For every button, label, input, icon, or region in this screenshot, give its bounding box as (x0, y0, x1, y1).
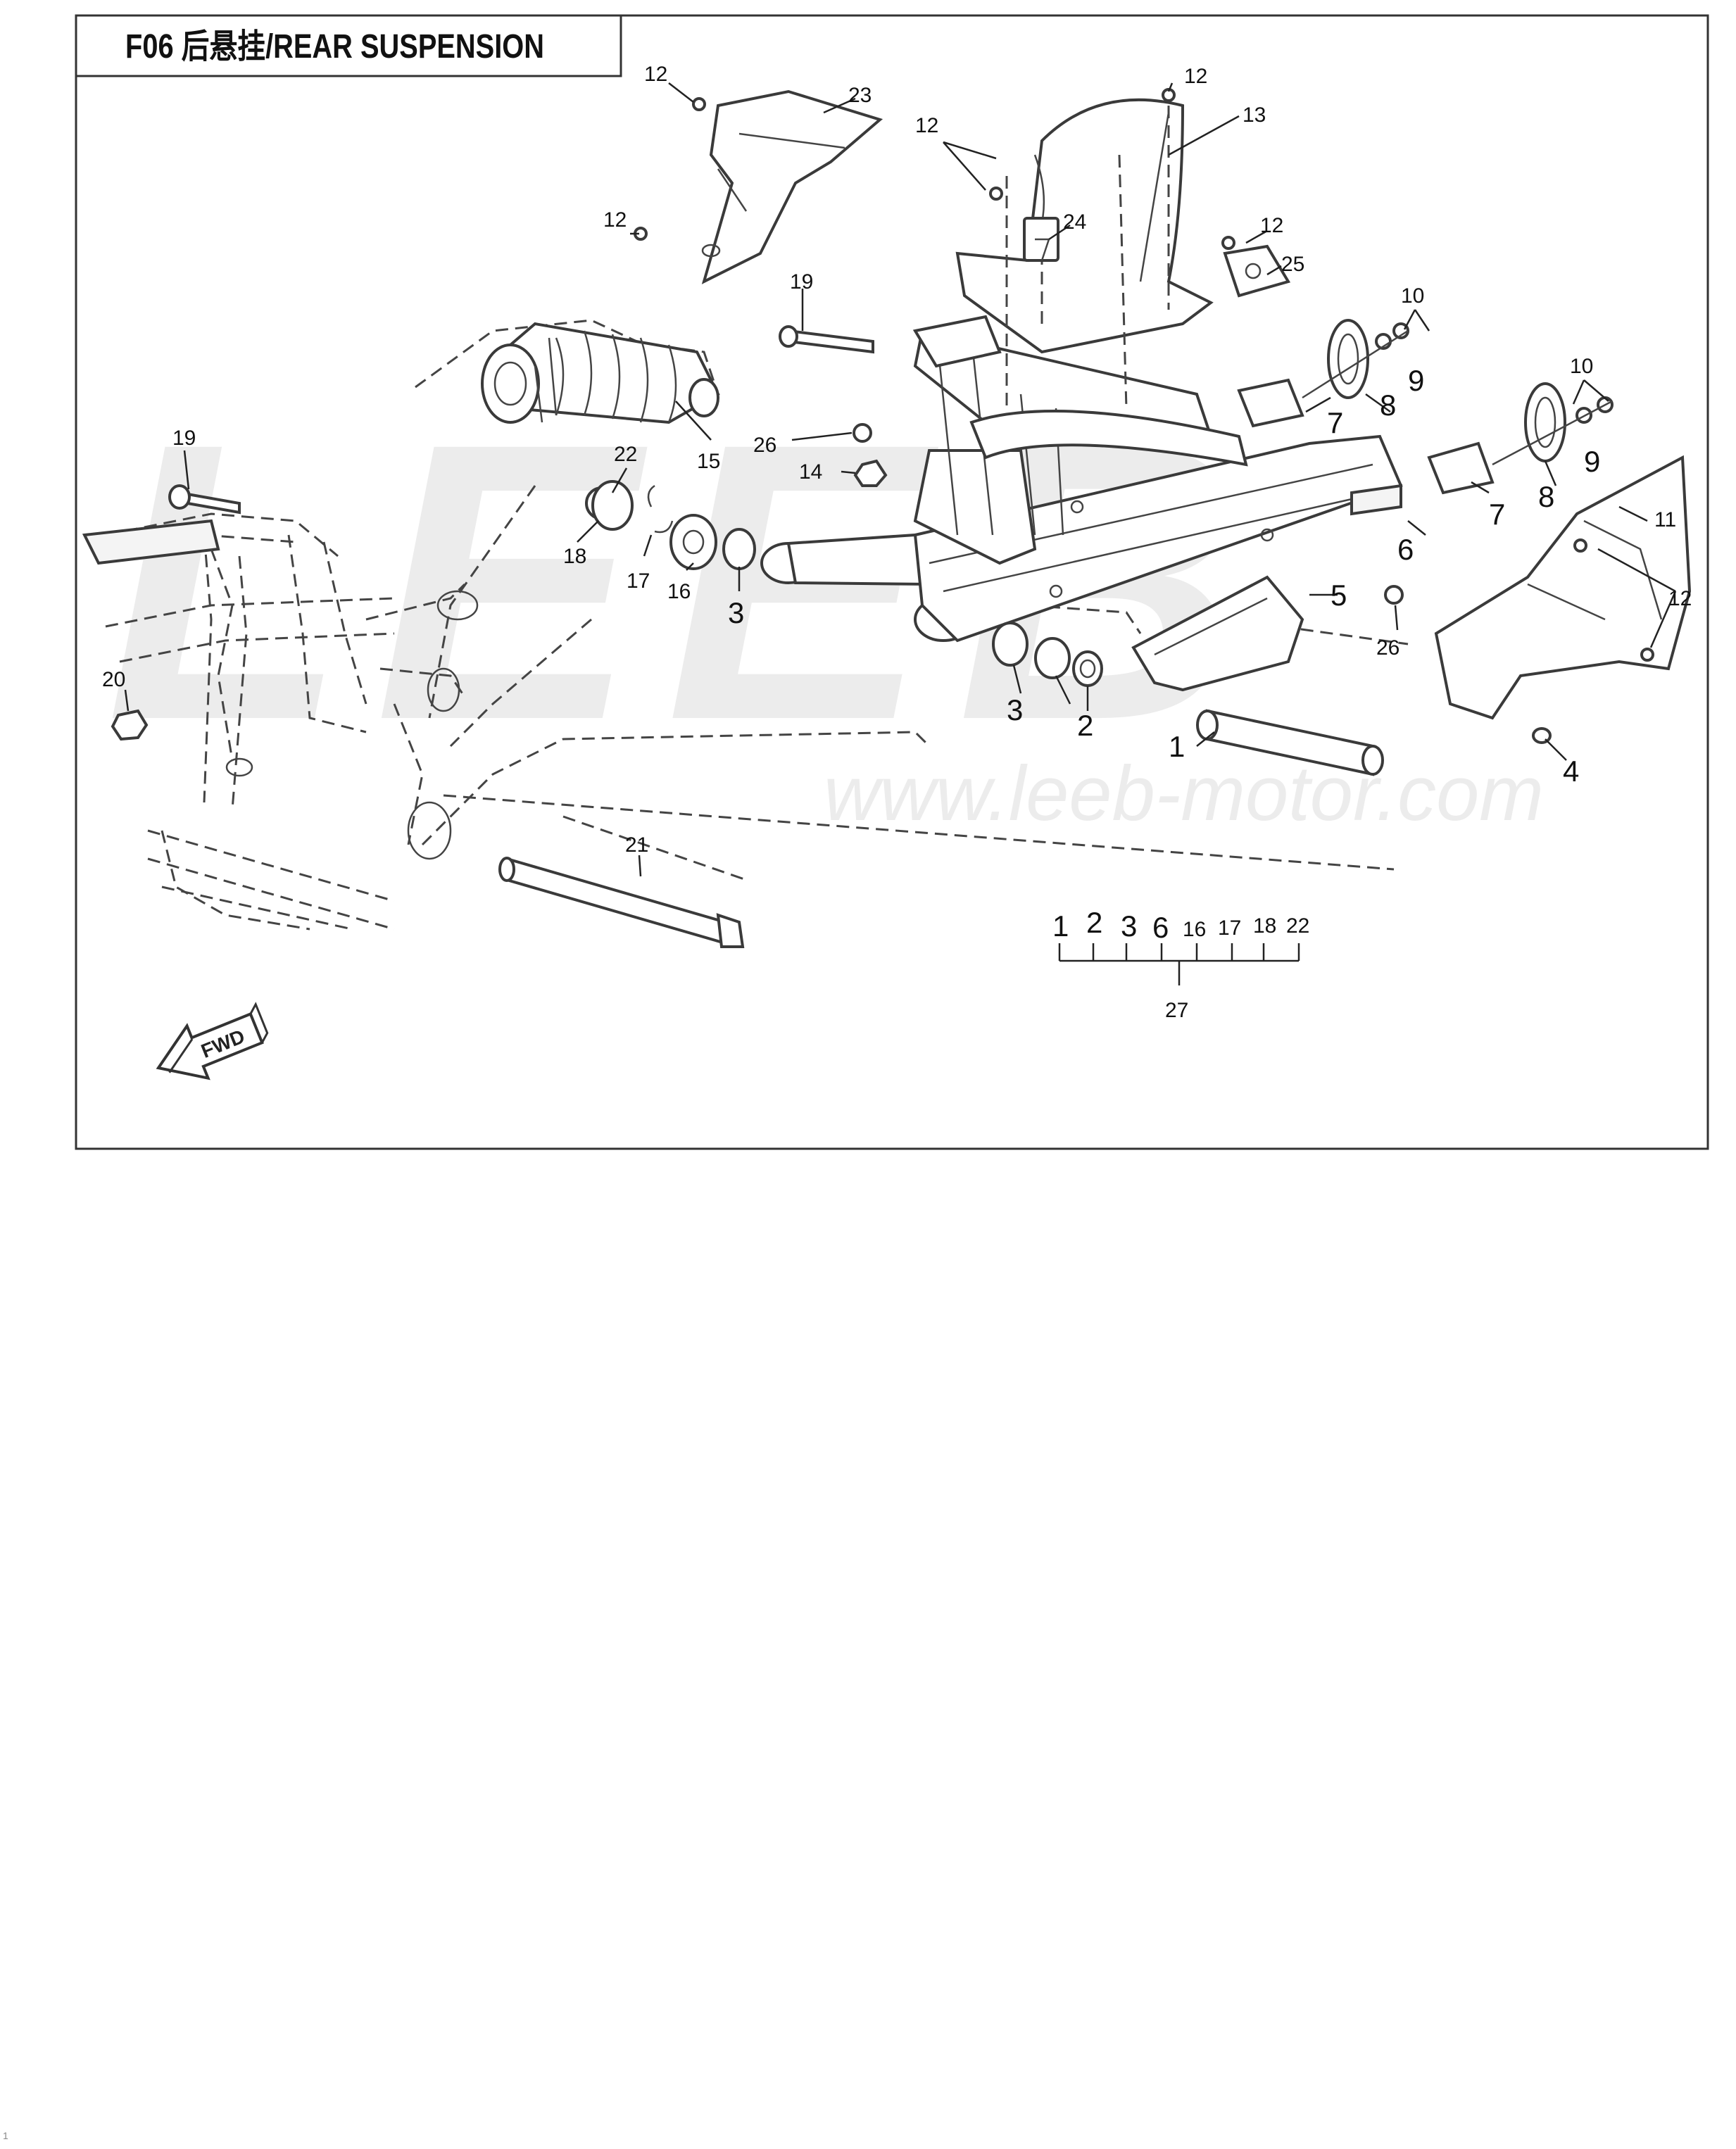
part-callouts: 12 23 12 13 12 24 12 25 12 19 10 9 8 7 1… (102, 63, 1692, 857)
chain-slider (1131, 575, 1304, 692)
diagram-frame (75, 14, 1709, 1150)
callout-9: 9 (1584, 445, 1600, 478)
fasteners (111, 88, 1654, 744)
chain-guard (1434, 455, 1692, 720)
rear-shock-absorber (481, 322, 720, 424)
callout-1: 1 (1169, 730, 1185, 763)
callout-16: 16 (667, 580, 691, 603)
main-frame (82, 319, 1409, 931)
rear-suspension-diagram: LEEB www.leeb-motor.com F06 后悬挂/REAR SUS… (75, 14, 1709, 1150)
callout-12: 12 (915, 114, 938, 137)
callout-17: 17 (627, 569, 650, 593)
callout-7: 7 (1327, 406, 1343, 439)
kit-member: 2 (1086, 906, 1102, 939)
callout-2: 2 (1077, 709, 1093, 742)
callout-9: 9 (1408, 364, 1424, 397)
callout-12: 12 (603, 208, 627, 232)
shock-bolt-19-upper (779, 325, 874, 354)
callout-3: 3 (1007, 693, 1023, 726)
callout-19: 19 (172, 427, 196, 450)
rear-mudguard (955, 98, 1214, 409)
callout-23: 23 (848, 84, 872, 107)
license-bracket-23 (701, 89, 883, 284)
kit-member: 3 (1121, 909, 1137, 943)
callout-24: 24 (1063, 210, 1086, 234)
chain-adjuster-right (1427, 382, 1614, 495)
callout-22: 22 (614, 443, 637, 466)
callout-12: 12 (1184, 65, 1207, 88)
kit-label: 27 (1165, 999, 1188, 1022)
pivot-axle-21 (498, 857, 745, 948)
page-title: F06 后悬挂/REAR SUSPENSION (125, 28, 544, 65)
title-box (75, 14, 622, 77)
bracket-25 (1223, 244, 1291, 298)
callout-25: 25 (1281, 253, 1304, 276)
callout-18: 18 (563, 545, 586, 568)
callout-10: 10 (1401, 284, 1424, 308)
callout-12: 12 (1260, 214, 1283, 237)
leader-lines (124, 82, 1677, 877)
swingarm (760, 315, 1403, 643)
swingarm-spacer-1 (1196, 709, 1384, 776)
callout-5: 5 (1331, 579, 1347, 612)
callout-12: 12 (644, 63, 667, 86)
callout-20: 20 (102, 668, 125, 691)
watermark-url: www.leeb-motor.com (824, 750, 1544, 837)
kit-member: 17 (1218, 916, 1241, 940)
callout-12: 12 (1668, 587, 1692, 610)
chain-adjuster-left (1237, 319, 1409, 428)
kit-member: 1 (1052, 909, 1069, 943)
page-number: 1 (3, 2130, 8, 2141)
callout-26: 26 (1376, 636, 1400, 660)
callout-7: 7 (1489, 498, 1505, 531)
callout-11: 11 (1654, 508, 1676, 531)
callout-15: 15 (697, 450, 720, 473)
kit-member: 22 (1286, 914, 1309, 938)
callout-8: 8 (1538, 480, 1554, 513)
shock-bolt-19-lower (168, 484, 241, 515)
callout-21: 21 (625, 833, 648, 857)
kit-member: 6 (1152, 911, 1169, 944)
kit-member: 18 (1253, 914, 1276, 938)
forward-direction-arrow: FWD (156, 1002, 269, 1080)
callout-19: 19 (790, 270, 813, 294)
callout-13: 13 (1243, 103, 1266, 127)
callout-26: 26 (753, 434, 776, 457)
callout-10: 10 (1570, 355, 1593, 378)
bracket-24 (1023, 217, 1059, 262)
callout-14: 14 (799, 460, 822, 484)
callout-6: 6 (1397, 533, 1414, 566)
callout-8: 8 (1380, 389, 1396, 422)
callout-4: 4 (1563, 755, 1579, 788)
callout-3: 3 (728, 596, 744, 629)
kit-member: 16 (1183, 918, 1206, 941)
kit-bracket: 1 2 3 6 16 17 18 22 27 (1052, 906, 1309, 1022)
